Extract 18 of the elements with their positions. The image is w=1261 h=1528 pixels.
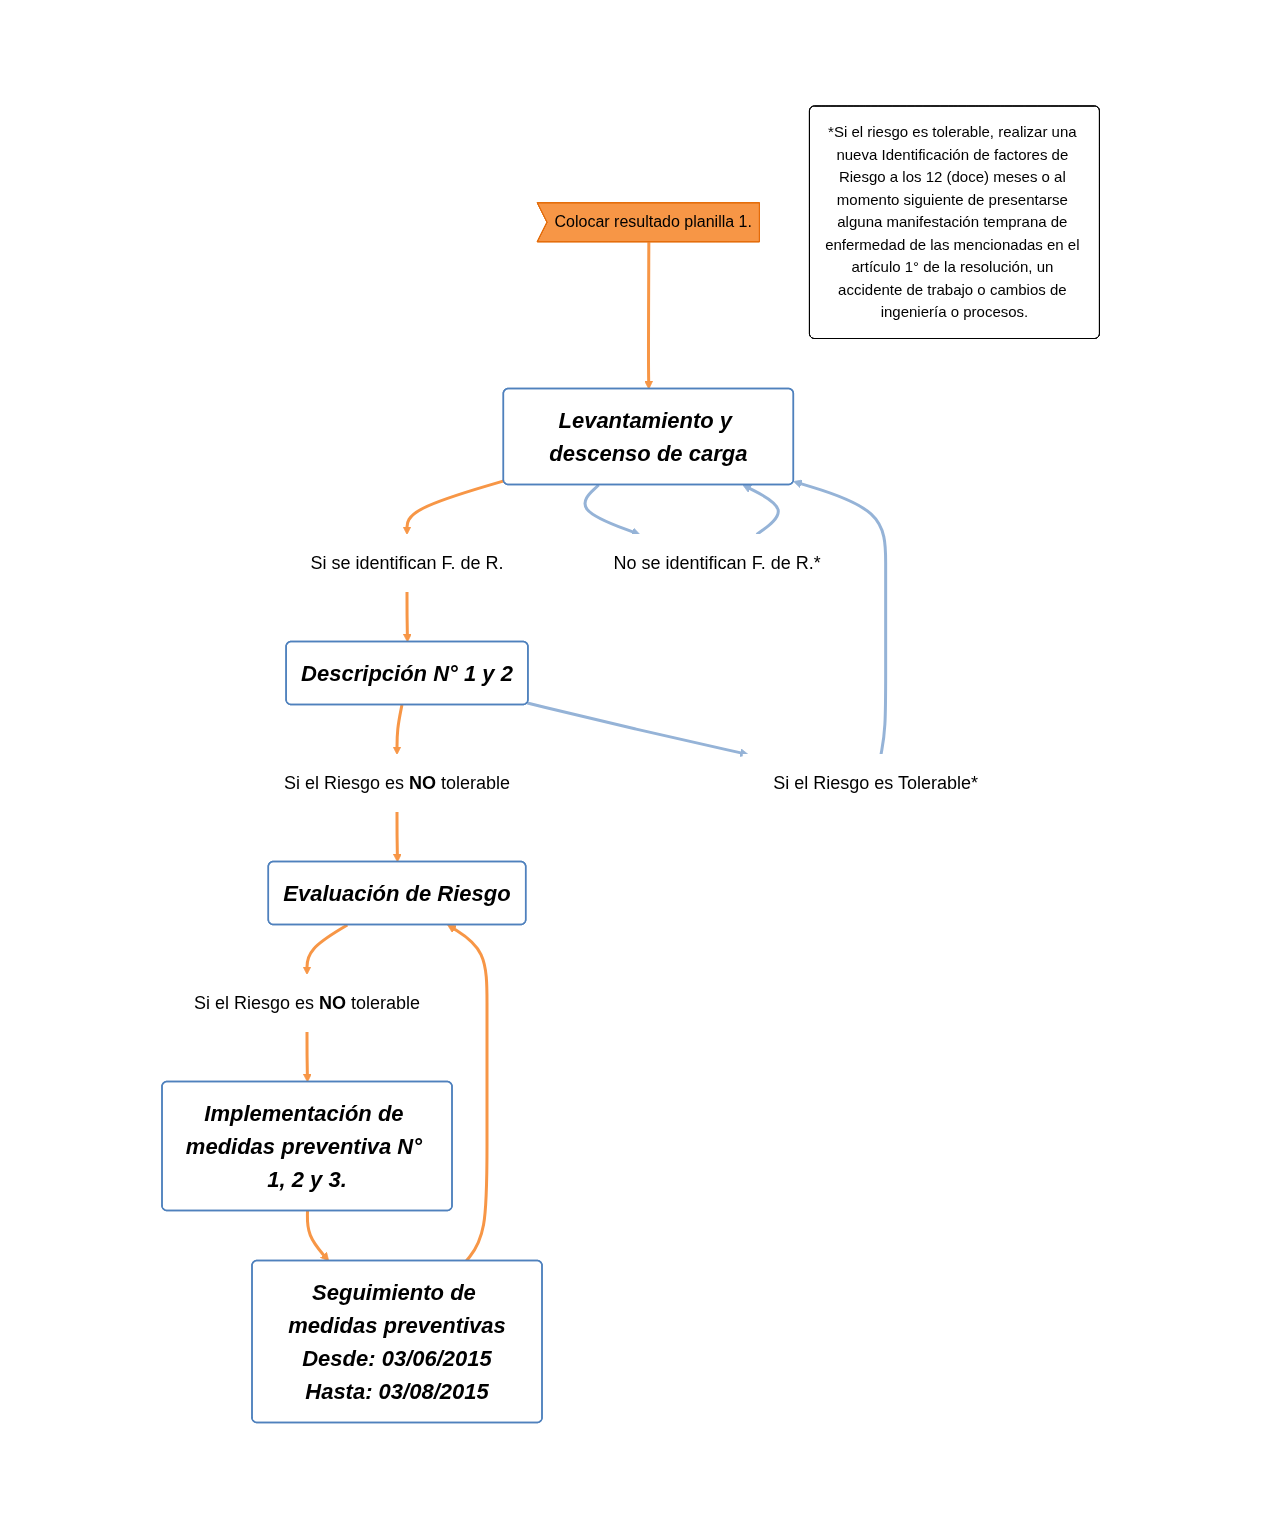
node-text: Si el Riesgo es Tolerable* xyxy=(773,772,978,793)
arrow xyxy=(793,479,887,755)
node-text: Si el Riesgo es NO tolerable xyxy=(283,772,510,793)
arrow xyxy=(392,704,404,755)
arrow xyxy=(583,483,640,536)
node-text: No se identifican F. de R.* xyxy=(613,552,821,573)
arrow xyxy=(447,924,489,1262)
arrow xyxy=(644,242,653,390)
node-text: Si el Riesgo es NO tolerable xyxy=(193,992,420,1013)
arrow xyxy=(402,591,412,643)
arrow xyxy=(402,479,505,535)
node-text: Si se identifican F. de R. xyxy=(310,552,504,573)
arrow xyxy=(392,811,402,863)
arrow xyxy=(302,1031,312,1083)
arrow xyxy=(305,1210,329,1262)
arrow xyxy=(302,923,348,975)
arrow xyxy=(742,484,780,536)
arrow xyxy=(526,701,749,757)
